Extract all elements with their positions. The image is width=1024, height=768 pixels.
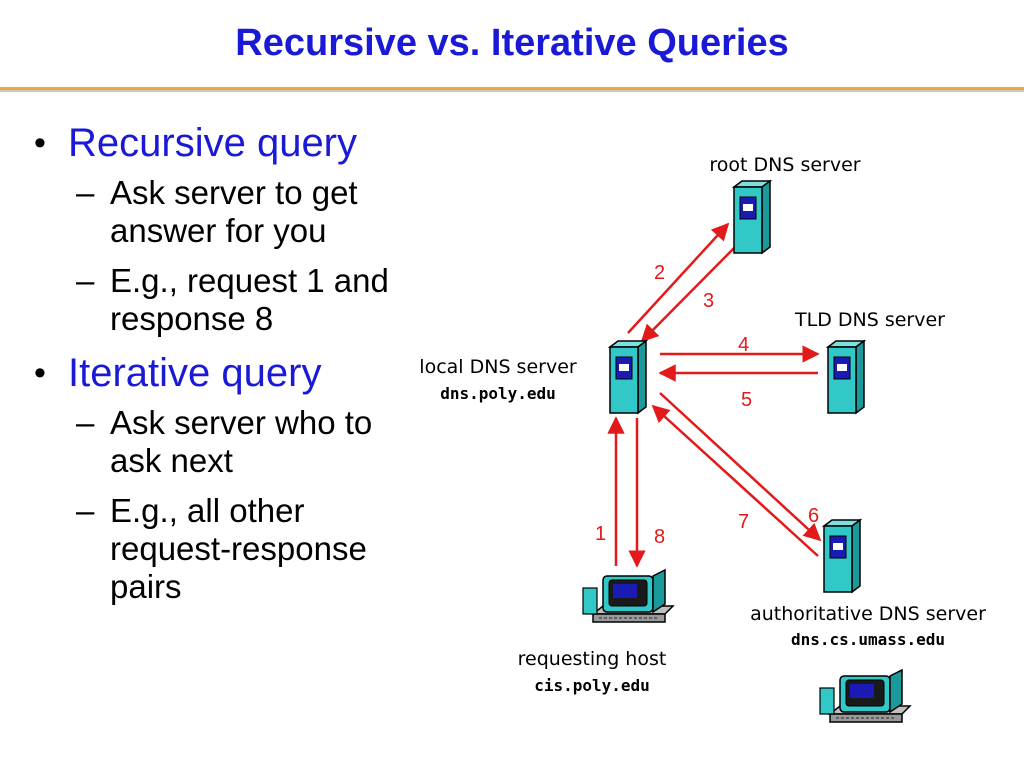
step-label-5: 5 (741, 389, 752, 411)
tld-server-icon (827, 340, 865, 414)
arrows (607, 222, 822, 568)
requesting-host-computer-icon (582, 569, 674, 623)
page-title: Recursive vs. Iterative Queries (235, 22, 789, 64)
bullet-iterative: Iterative query (30, 350, 420, 396)
step-label-3: 3 (703, 290, 714, 312)
step-label-4: 4 (738, 334, 749, 356)
title-divider (0, 87, 1024, 90)
step-label-7: 7 (738, 511, 749, 533)
requesting-host-hostname: cis.poly.edu (534, 676, 650, 695)
sub-bullet: –Ask server to get answer for you (76, 174, 358, 249)
extra-computer-icon (819, 669, 911, 723)
tld-server-label: TLD DNS server (794, 309, 945, 331)
step-label-2: 2 (654, 262, 665, 284)
authoritative-server-icon (823, 519, 861, 593)
step-label-1: 1 (595, 523, 606, 545)
local-server-label: local DNS server (419, 356, 577, 378)
root-server-label: root DNS server (709, 154, 860, 176)
title-divider-shadow (0, 90, 1024, 92)
bullet-recursive: Recursive query (30, 120, 420, 166)
bullet-list: Recursive query –Ask server to get answe… (30, 120, 420, 618)
local-server-hostname: dns.poly.edu (440, 384, 556, 403)
arrow-7 (651, 404, 819, 557)
arrow-3 (640, 239, 743, 343)
authoritative-server-label: authoritative DNS server (750, 603, 986, 625)
authoritative-server-hostname: dns.cs.umass.edu (791, 630, 945, 649)
arrow-6 (659, 392, 822, 542)
root-server-icon (733, 180, 771, 254)
local-server-icon (609, 340, 647, 414)
sub-bullet: –E.g., request 1 and response 8 (76, 262, 389, 337)
arrow-2 (627, 222, 730, 334)
step-label-6: 6 (808, 505, 819, 527)
step-label-8: 8 (654, 526, 665, 548)
sub-bullet: –E.g., all other request-response pairs (76, 492, 367, 605)
requesting-host-label: requesting host (518, 648, 667, 670)
sub-bullet: –Ask server who to ask next (76, 404, 373, 479)
